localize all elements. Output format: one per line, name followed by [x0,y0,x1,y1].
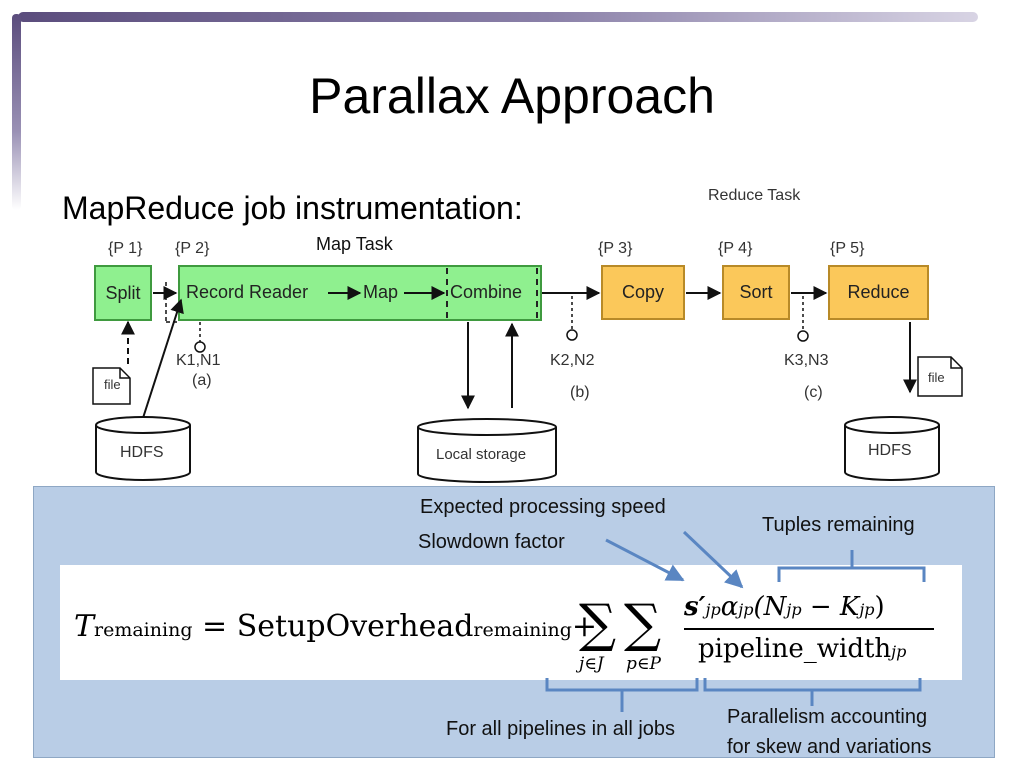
pipeline-label-p4: {P 4} [718,240,753,257]
slide-frame-top [18,12,978,22]
formula-lhs: Tremaining = SetupOverheadremaining+ [74,610,597,647]
probe-label-k2: K2,N2 [550,352,595,369]
numerator-alpha-sub: jp [738,600,754,619]
map-task-box [178,265,542,321]
hdfs-right-cylinder [844,416,940,481]
denominator-text: pipeline_width [698,634,892,664]
fraction-bar [684,628,934,630]
pipeline-label-p3: {P 3} [598,240,633,257]
formula-denominator: pipeline_widthjp [698,634,906,667]
formula-lhs-subscript: remaining [94,619,193,641]
sum-p-index: p∈P [626,654,661,674]
annotation-tuples: Tuples remaining [762,514,915,536]
reduce-box: Reduce [828,265,929,320]
probe-label-a: (a) [192,372,212,389]
file-left-label: file [104,377,121,392]
copy-box: Copy [601,265,685,320]
pipeline-label-p1: {P 1} [108,240,143,257]
sum-j-index: j∈J [579,654,604,674]
local-storage-label: Local storage [436,446,527,463]
slide-subtitle: MapReduce job instrumentation: [62,190,523,226]
map-task-label: Map Task [316,234,393,254]
hdfs-left-cylinder [95,416,191,481]
combine-bracket [446,268,538,318]
file-right-label: file [928,370,945,385]
annotation-parallelism-line1: Parallelism accounting [727,706,928,728]
pipeline-label-p2: {P 2} [175,240,210,257]
numerator-minus: − K [801,592,860,622]
map-label: Map [363,282,399,302]
annotation-expected-speed: Expected processing speed [420,496,666,518]
record-reader-label: Record Reader [186,282,309,302]
probe-label-c: (c) [804,384,823,401]
formula-lhs-symbol: T [74,609,95,644]
numerator-s-sub: jp [705,600,721,619]
local-storage-cylinder [417,418,557,483]
formula-setup-subscript: remaining [473,619,572,641]
formula-box [60,565,962,680]
formula-setup-term: SetupOverhead [236,609,474,644]
split-box: Split [94,265,152,321]
formula-equals: = [202,609,228,644]
reduce-task-label: Reduce Task [708,187,801,204]
probe-label-k1: K1,N1 [176,352,221,369]
hdfs-right-label: HDFS [868,442,912,459]
slide-frame-left [12,14,21,210]
formula-callouts [545,530,926,712]
numerator-paren: (N [753,592,787,622]
formula-numerator: s′jpαjp(Njp − Kjp) [684,592,885,625]
numerator-alpha: α [720,592,739,622]
pipeline-label-p5: {P 5} [830,240,865,257]
numerator-k-sub: jp [859,600,875,619]
sum-j-symbol: ∑ [579,594,617,654]
slide-title: Parallax Approach [309,68,715,124]
annotation-parallelism-line2: for skew and variations [727,736,932,758]
numerator-s: s′ [684,592,706,622]
sum-p-symbol: ∑ [624,594,662,654]
probe-label-k3: K3,N3 [784,352,829,369]
denominator-sub: jp [891,642,907,661]
dataflow-connectors [92,282,963,483]
formula-plus: + [571,609,598,644]
hdfs-left-label: HDFS [120,444,164,461]
annotation-all-pipelines: For all pipelines in all jobs [446,718,676,740]
numerator-close: ) [874,592,885,622]
annotation-slowdown: Slowdown factor [418,531,565,553]
sort-box: Sort [722,265,790,320]
numerator-n-sub: jp [786,600,802,619]
combine-label: Combine [450,282,523,302]
probe-label-b: (b) [570,384,590,401]
